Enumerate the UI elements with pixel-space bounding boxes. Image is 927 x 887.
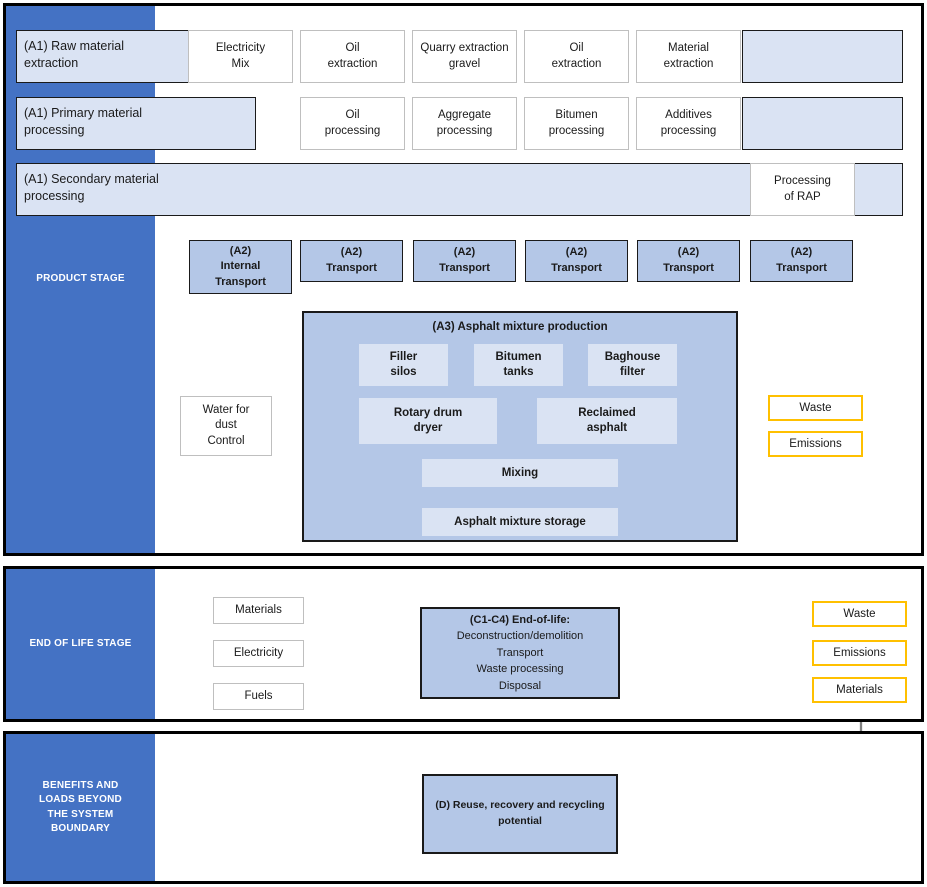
stage-label-benefits: BENEFITS AND LOADS BEYOND THE SYSTEM BOU… [6,734,155,881]
band-a1-primary-material-processing-label: (A1) Primary material processing [24,106,143,137]
stage-label-product-text: PRODUCT STAGE [36,273,125,285]
stage-label-product: PRODUCT STAGE [6,6,155,553]
band-a1-raw-material-extraction-label: (A1) Raw material extraction [24,39,125,70]
box-eol-input-materials[interactable]: Materials [213,597,304,624]
box-eol-output-materials[interactable]: Materials [812,677,907,703]
box-bitumen-tanks[interactable]: Bitumen tanks [474,344,563,386]
box-oil-processing[interactable]: Oil processing [300,97,405,150]
box-additives-processing[interactable]: Additives processing [636,97,741,150]
box-product-output-emissions[interactable]: Emissions [768,431,863,457]
box-reclaimed-asphalt[interactable]: Reclaimed asphalt [537,398,677,444]
box-eol-c1-c4-line-2: Transport [496,646,544,659]
box-a2-transport-2[interactable]: (A2) Transport [413,240,516,282]
box-a2-transport-5[interactable]: (A2) Transport [750,240,853,282]
box-mixing[interactable]: Mixing [422,459,618,487]
box-material-extraction[interactable]: Material extraction [636,30,741,83]
box-rotary-drum-dryer[interactable]: Rotary drum dryer [359,398,497,444]
box-eol-c1-c4[interactable]: (C1-C4) End-of-life: Deconstruction/demo… [420,607,620,699]
band-a1-primary-continuation [742,97,903,150]
box-a2-transport-3[interactable]: (A2) Transport [525,240,628,282]
panel-a3-title: (A3) Asphalt mixture production [432,321,608,333]
band-a1-raw-material-extraction [16,30,200,83]
box-electricity-mix[interactable]: Electricity Mix [188,30,293,83]
box-aggregate-processing[interactable]: Aggregate processing [412,97,517,150]
band-a1-primary-material-processing [16,97,256,150]
box-eol-c1-c4-title: (C1-C4) End-of-life: [469,613,571,626]
stage-label-benefits-text: BENEFITS AND LOADS BEYOND THE SYSTEM BOU… [39,779,122,835]
box-eol-input-fuels[interactable]: Fuels [213,683,304,710]
box-d-reuse-recovery-recycling[interactable]: (D) Reuse, recovery and recycling potent… [422,774,618,854]
box-eol-input-electricity[interactable]: Electricity [213,640,304,667]
box-a2-internal-transport[interactable]: (A2) Internal Transport [189,240,292,294]
box-a2-transport-1[interactable]: (A2) Transport [300,240,403,282]
box-water-for-dust-control[interactable]: Water for dust Control [180,396,272,456]
box-asphalt-mixture-storage[interactable]: Asphalt mixture storage [422,508,618,536]
box-product-output-waste[interactable]: Waste [768,395,863,421]
box-quarry-extraction-gravel[interactable]: Quarry extraction gravel [412,30,517,83]
band-a1-secondary-material-processing-label: (A1) Secondary material processing [24,172,159,203]
stage-label-end-of-life-text: END OF LIFE STAGE [29,637,132,649]
box-eol-c1-c4-line-1: Deconstruction/demolition [456,630,584,643]
box-eol-c1-c4-line-3: Waste processing [476,663,564,676]
box-a2-transport-4[interactable]: (A2) Transport [637,240,740,282]
box-baghouse-filter[interactable]: Baghouse filter [588,344,677,386]
box-oil-extraction-2[interactable]: Oil extraction [524,30,629,83]
box-eol-output-emissions[interactable]: Emissions [812,640,907,666]
box-bitumen-processing[interactable]: Bitumen processing [524,97,629,150]
box-oil-extraction-1[interactable]: Oil extraction [300,30,405,83]
box-filler-silos[interactable]: Filler silos [359,344,448,386]
box-eol-c1-c4-line-4: Disposal [498,679,542,692]
band-a1-raw-continuation [742,30,903,83]
stage-label-end-of-life: END OF LIFE STAGE [6,569,155,719]
box-processing-of-rap[interactable]: Processing of RAP [750,163,855,216]
box-eol-output-waste[interactable]: Waste [812,601,907,627]
